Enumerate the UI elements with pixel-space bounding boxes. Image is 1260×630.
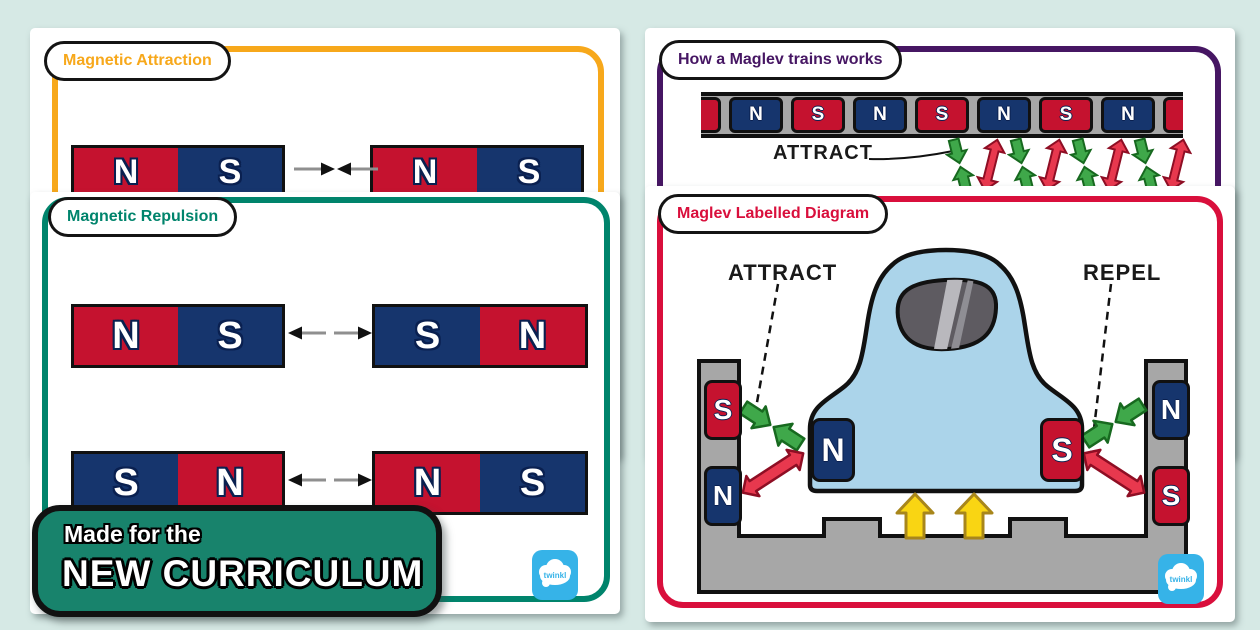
- red-repel-arrow-icon: [741, 448, 805, 498]
- train-body: [807, 247, 1085, 494]
- maglev-works-title-badge: How a Maglev trains works: [659, 40, 902, 80]
- magnet-pole-s: S: [178, 307, 282, 365]
- magnet-pole-s: S: [74, 454, 178, 512]
- magnet-pole-s: S: [477, 148, 581, 196]
- maglev-diagram: [697, 247, 1188, 594]
- repel-arrows-icon: [288, 326, 372, 340]
- bar-magnet: N S: [372, 451, 588, 515]
- twinkl-logo-text: twinkl: [1170, 575, 1193, 584]
- bar-magnet: N S: [71, 304, 285, 368]
- labelled-title-badge: Maglev Labelled Diagram: [658, 194, 889, 234]
- track-magnet: N: [977, 97, 1031, 133]
- twinkl-logo: twinkl: [532, 550, 578, 600]
- banner-line1: Made for the: [64, 521, 201, 547]
- attract-arrows-icon: [294, 162, 378, 176]
- repel-pointer-dashed-line: [1089, 283, 1113, 455]
- bar-magnet: S N: [372, 304, 588, 368]
- pillar-magnet-n: N: [1152, 380, 1190, 440]
- magnet-pole-n: N: [74, 307, 178, 365]
- magnet-pole-n: N: [74, 148, 178, 196]
- track-magnet: S: [1039, 97, 1093, 133]
- repel-label: REPEL: [1083, 260, 1162, 285]
- track-magnet-stub: [701, 97, 721, 133]
- attract-label: ATTRACT: [773, 142, 873, 164]
- track-magnet: N: [853, 97, 907, 133]
- green-attract-arrows-icon: [1080, 397, 1148, 449]
- labelled-frame: [657, 196, 1223, 608]
- track-magnet: N: [1101, 97, 1155, 133]
- maglev-track: N S N S N S N: [701, 92, 1183, 138]
- magnet-pole-n: N: [480, 307, 585, 365]
- attract-label: ATTRACT: [728, 260, 838, 285]
- twinkl-logo: twinkl: [1158, 554, 1204, 604]
- track-magnet: S: [915, 97, 969, 133]
- green-attract-arrows-icon: [1007, 137, 1037, 193]
- window-reflections: [933, 279, 975, 350]
- red-repel-arrow-icon: [1082, 448, 1146, 498]
- card-magnetic-repulsion: Magnetic Repulsion N S S N S N N S: [30, 192, 620, 614]
- yellow-lift-arrow-icon: [954, 492, 994, 540]
- field-arrows-row: [945, 136, 1192, 194]
- track-magnet: N: [729, 97, 783, 133]
- magnet-pole-s: S: [375, 307, 480, 365]
- pillar-magnet-s: S: [704, 380, 742, 440]
- train-magnet-s: S: [1040, 418, 1084, 482]
- repel-arrows-icon: [288, 473, 372, 487]
- attract-pointer-dashed-line: [754, 283, 780, 409]
- magnet-pole-n: N: [373, 148, 477, 196]
- green-attract-arrows-icon: [1131, 137, 1161, 193]
- banner-line2: NEW CURRICULUM: [62, 553, 424, 594]
- train-magnet-n: N: [811, 418, 855, 482]
- repulsion-title-badge: Magnetic Repulsion: [48, 197, 238, 237]
- green-attract-arrows-icon: [738, 400, 806, 452]
- twinkl-logo-text: twinkl: [544, 571, 567, 580]
- magnet-pole-s: S: [480, 454, 585, 512]
- bar-magnet: N S: [71, 145, 285, 199]
- magnet-pole-n: N: [178, 454, 282, 512]
- new-curriculum-banner: Made for the NEW CURRICULUM: [32, 505, 442, 617]
- track-magnet-stub: [1163, 97, 1183, 133]
- yellow-lift-arrow-icon: [895, 492, 935, 540]
- magnet-pole-n: N: [375, 454, 480, 512]
- pillar-magnet-s: S: [1152, 466, 1190, 526]
- pillar-magnet-n: N: [704, 466, 742, 526]
- attraction-title-badge: Magnetic Attraction: [44, 41, 231, 81]
- track-magnet: S: [791, 97, 845, 133]
- attract-pointer-line: [869, 150, 954, 161]
- magnet-pole-s: S: [178, 148, 282, 196]
- green-attract-arrows-icon: [1069, 137, 1099, 193]
- card-maglev-labelled-diagram: Maglev Labelled Diagram: [645, 186, 1235, 622]
- bar-magnet: N S: [370, 145, 584, 199]
